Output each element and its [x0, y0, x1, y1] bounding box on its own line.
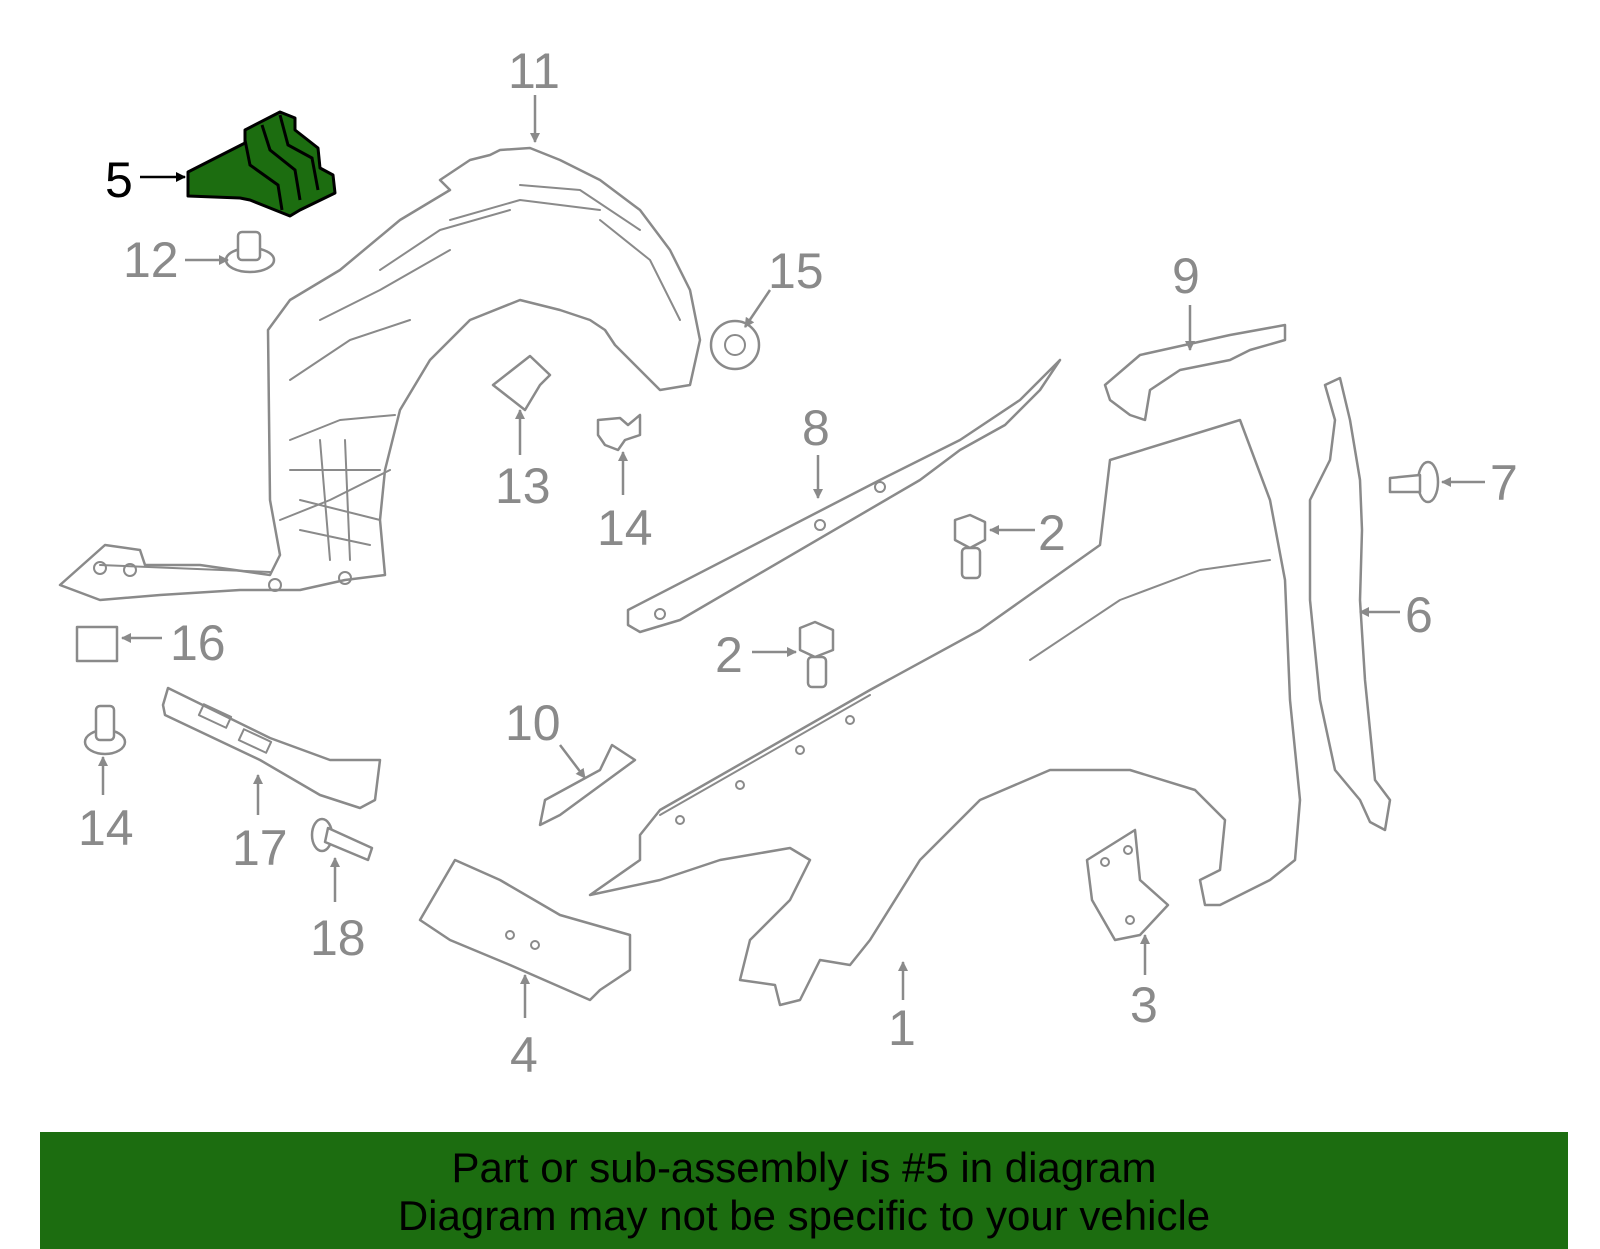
part-18-rivet[interactable]: [310, 817, 374, 862]
part-7-screw[interactable]: [1388, 460, 1440, 504]
callout-18: 18: [310, 910, 366, 966]
part-16-pad[interactable]: [75, 625, 119, 663]
callout-6: 6: [1405, 587, 1433, 643]
callout-9: 9: [1172, 248, 1200, 304]
part-5-highlighted[interactable]: [186, 110, 337, 218]
callout-17: 17: [232, 820, 288, 876]
part-14-clip-upper[interactable]: [596, 413, 642, 452]
callout-14-lower: 14: [78, 800, 134, 856]
part-4-bracket[interactable]: [418, 858, 632, 1002]
callout-16: 16: [170, 615, 226, 671]
part-2-bolt-upper[interactable]: [953, 513, 987, 580]
callout-15: 15: [768, 243, 824, 299]
part-10-strip[interactable]: [538, 743, 637, 827]
callout-10: 10: [505, 695, 561, 751]
arrow-15: [743, 289, 772, 328]
info-banner: Part or sub-assembly is #5 in diagram Di…: [40, 1132, 1568, 1249]
part-6-seal[interactable]: [1308, 376, 1392, 832]
callout-1: 1: [888, 1000, 916, 1056]
callout-7: 7: [1490, 455, 1518, 511]
part-9-bracket[interactable]: [1103, 323, 1287, 422]
callout-13: 13: [495, 458, 551, 514]
part-11-fender-liner[interactable]: [58, 146, 702, 602]
callout-4: 4: [510, 1027, 538, 1083]
callout-12: 12: [123, 232, 179, 288]
part-12-clip[interactable]: [224, 230, 276, 274]
part-17-bracket[interactable]: [161, 686, 382, 810]
callout-14-upper: 14: [597, 500, 653, 556]
callout-3: 3: [1130, 977, 1158, 1033]
part-15-nut[interactable]: [709, 319, 761, 371]
callout-2-upper: 2: [1038, 505, 1066, 561]
part-8-reinforcement[interactable]: [626, 358, 1062, 634]
part-13-pad[interactable]: [491, 354, 552, 412]
arrow-10: [559, 744, 586, 779]
callout-8: 8: [802, 400, 830, 456]
banner-line-1: Part or sub-assembly is #5 in diagram: [451, 1144, 1157, 1191]
callout-11: 11: [508, 43, 560, 99]
part-14-clip-lower[interactable]: [83, 704, 127, 756]
part-3-plate[interactable]: [1085, 828, 1170, 942]
banner-line-2: Diagram may not be specific to your vehi…: [397, 1192, 1211, 1239]
callout-2-lower: 2: [715, 627, 743, 683]
callout-5: 5: [105, 152, 133, 208]
part-1-fender[interactable]: [588, 418, 1302, 1007]
part-2-bolt-lower[interactable]: [798, 620, 835, 689]
